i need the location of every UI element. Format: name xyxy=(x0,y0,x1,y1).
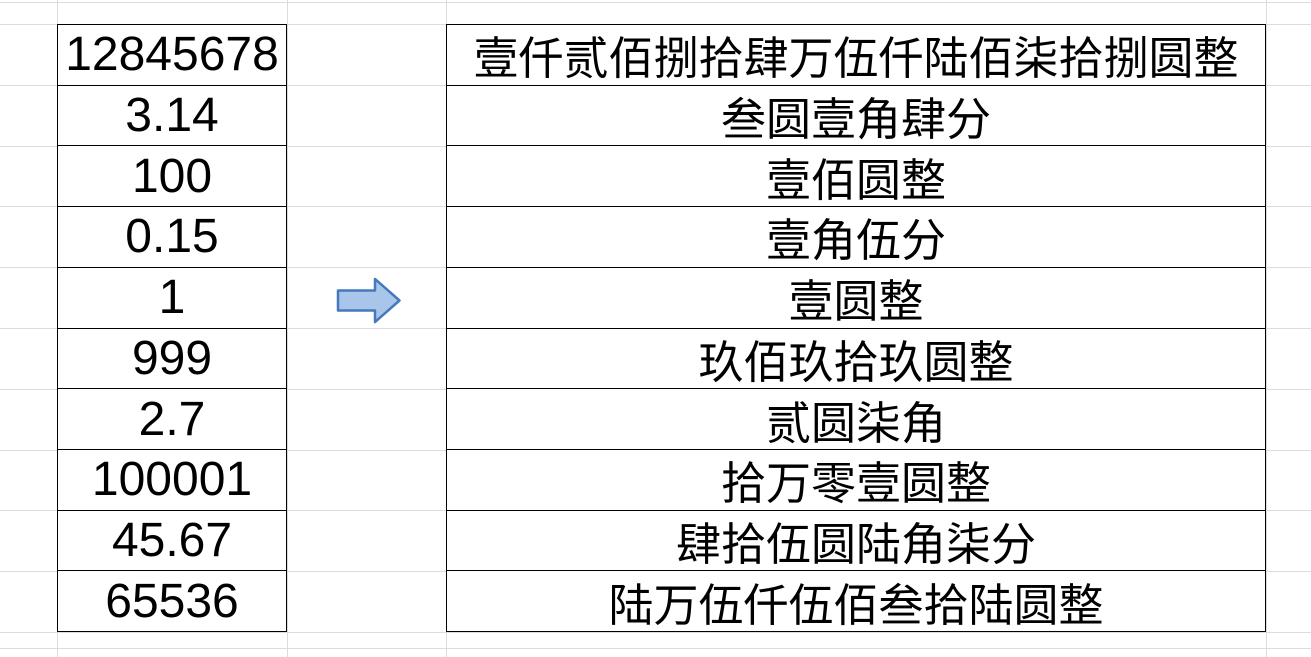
chinese-amount-cell[interactable]: 叁圆壹角肆分 xyxy=(447,86,1265,147)
chinese-amount-cell[interactable]: 壹仟贰佰捌拾肆万伍仟陆佰柒拾捌圆整 xyxy=(447,25,1265,86)
chinese-amount-cell[interactable]: 拾万零壹圆整 xyxy=(447,450,1265,511)
chinese-amount-cell[interactable]: 壹角伍分 xyxy=(447,207,1265,268)
chinese-amount-cell[interactable]: 壹圆整 xyxy=(447,268,1265,329)
gridline-horizontal xyxy=(0,2,1311,3)
gridline-vertical xyxy=(1266,0,1267,657)
chinese-amount-cell[interactable]: 肆拾伍圆陆角柒分 xyxy=(447,511,1265,572)
number-cell[interactable]: 100 xyxy=(58,146,286,208)
number-cell[interactable]: 3.14 xyxy=(58,86,286,147)
right-arrow-icon[interactable] xyxy=(336,277,401,324)
chinese-amount-cell[interactable]: 陆万伍仟伍佰叁拾陆圆整 xyxy=(608,578,1104,632)
right-arrow-shape[interactable] xyxy=(336,277,402,324)
number-cell[interactable]: 2.7 xyxy=(58,389,286,450)
number-cell[interactable]: 65536 xyxy=(105,574,239,628)
chinese-amount-cell[interactable]: 贰圆柒角 xyxy=(447,389,1265,450)
number-cell[interactable]: 45.67 xyxy=(58,511,286,572)
number-cell[interactable]: 999 xyxy=(58,329,286,390)
chinese-amounts-column-table: 壹仟贰佰捌拾肆万伍仟陆佰柒拾捌圆整叁圆壹角肆分壹佰圆整壹角伍分壹圆整玖佰玖拾玖圆… xyxy=(446,24,1266,632)
number-cell[interactable]: 1 xyxy=(58,268,286,329)
gridline-vertical xyxy=(287,0,288,657)
gridline-horizontal xyxy=(0,632,1311,633)
chinese-amount-cell[interactable]: 玖佰玖拾玖圆整 xyxy=(447,329,1265,390)
number-cell[interactable]: 100001 xyxy=(58,450,286,511)
number-cell[interactable]: 0.15 xyxy=(58,207,286,268)
gridline-horizontal xyxy=(0,648,1311,649)
number-cell[interactable]: 12845678 xyxy=(58,25,286,86)
chinese-amount-cell[interactable]: 壹佰圆整 xyxy=(447,146,1265,208)
